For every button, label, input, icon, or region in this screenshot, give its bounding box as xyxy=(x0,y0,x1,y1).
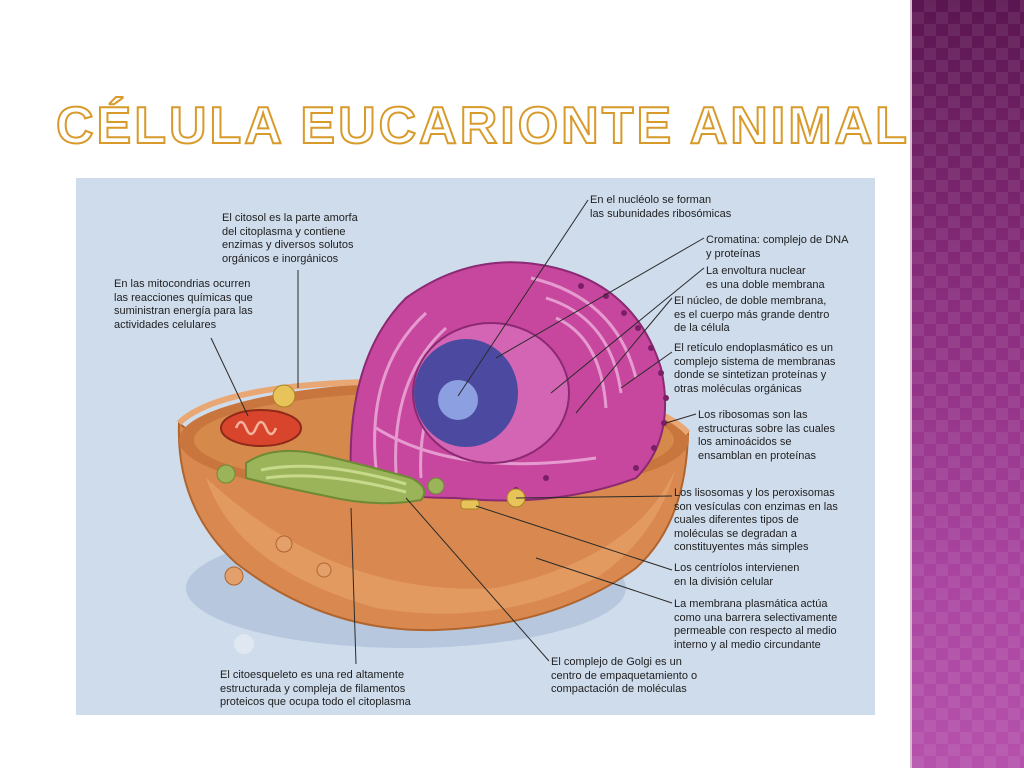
label-endoplasmic-reticulum: El retículo endoplasmático es un complej… xyxy=(674,342,836,395)
slide-title: Célula eucarionte animal xyxy=(55,97,910,155)
label-nucleus: El núcleo, de doble membrana, es el cuer… xyxy=(674,295,830,334)
label-mitochondria: En las mitocondrias ocurren las reaccion… xyxy=(114,278,253,331)
wall-vesicle xyxy=(234,634,254,654)
mitochondrion xyxy=(220,409,302,447)
label-centrioles: Los centríolos intervienen en la divisió… xyxy=(674,562,800,588)
wall-vesicle xyxy=(224,566,244,586)
label-ribosomes: Los ribosomas son las estructuras sobre … xyxy=(698,409,835,462)
golgi-vesicle xyxy=(216,464,236,484)
decorative-sidebar xyxy=(912,0,1024,768)
nucleolus xyxy=(438,380,478,420)
centriole xyxy=(460,499,480,510)
label-cytosol: El citosol es la parte amorfa del citopl… xyxy=(222,212,358,265)
sidebar-edge xyxy=(910,0,912,768)
peroxisome xyxy=(272,384,296,408)
wall-vesicle xyxy=(316,562,332,578)
golgi-vesicle xyxy=(427,477,445,495)
mitochondrion-cristae xyxy=(234,420,278,436)
wall-vesicle xyxy=(275,535,293,553)
label-lysosomes: Los lisosomas y los peroxisomas son vesí… xyxy=(674,487,838,553)
label-plasma-membrane: La membrana plasmática actúa como una ba… xyxy=(674,598,838,651)
leader-lines xyxy=(210,199,705,665)
label-chromatin: Cromatina: complejo de DNA y proteínas xyxy=(706,234,849,260)
label-golgi: El complejo de Golgi es un centro de emp… xyxy=(551,656,698,695)
cell-illustration xyxy=(176,199,705,665)
cell-diagram: En el nucléolo se forman las subunidades… xyxy=(76,178,875,715)
label-nucleolus: En el nucléolo se forman las subunidades… xyxy=(590,194,732,220)
golgi-cisternae xyxy=(260,464,407,494)
label-nuclear-envelope: La envoltura nuclear es una doble membra… xyxy=(706,265,825,291)
label-cytoskeleton: El citoesqueleto es una red altamente es… xyxy=(220,669,411,708)
